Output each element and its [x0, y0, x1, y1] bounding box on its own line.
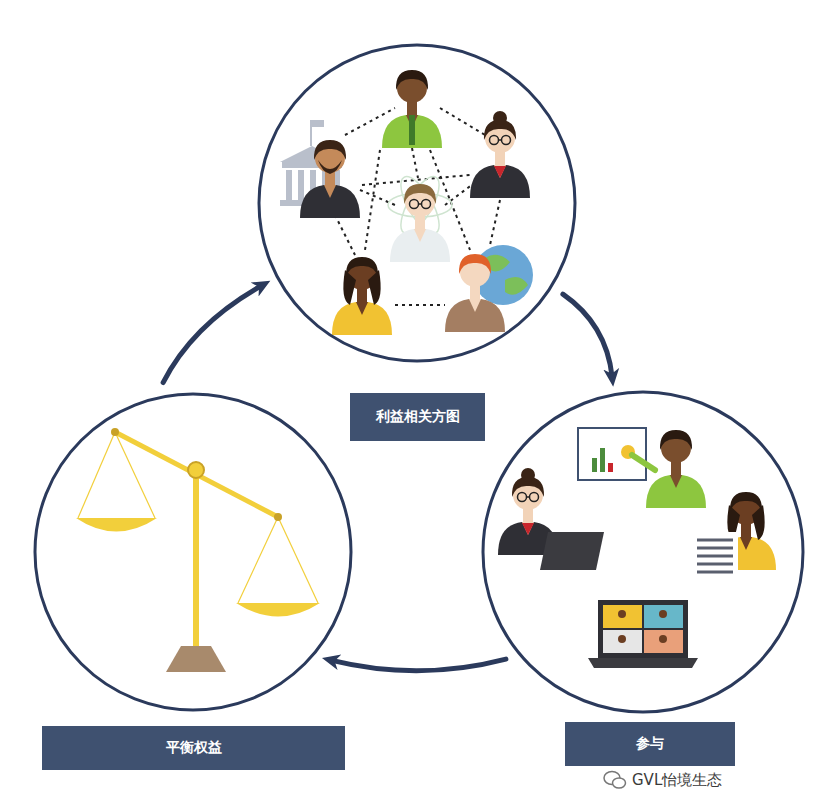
watermark: GVL怡境生态 [628, 770, 726, 791]
circle-outline [33, 392, 353, 712]
stage-circle: 利益相关方图 [257, 43, 577, 363]
stage-label: 参与 [636, 735, 664, 753]
watermark-text: GVL怡境生态 [632, 771, 722, 790]
stage-label: 利益相关方图 [376, 408, 460, 426]
stage-circle: 平衡权益 [33, 392, 353, 712]
cycle-arrow [563, 294, 612, 377]
stage-label-band: 平衡权益 [42, 726, 345, 770]
stage-label-band: 参与 [565, 722, 735, 766]
cycle-arrow [163, 286, 262, 383]
circle-outline [481, 390, 805, 714]
cycle-arrow [332, 659, 506, 671]
stage-circle: 参与 [481, 390, 805, 714]
circle-outline [257, 43, 577, 363]
stage-label-band: 利益相关方图 [350, 393, 485, 441]
stage-label: 平衡权益 [166, 739, 222, 757]
